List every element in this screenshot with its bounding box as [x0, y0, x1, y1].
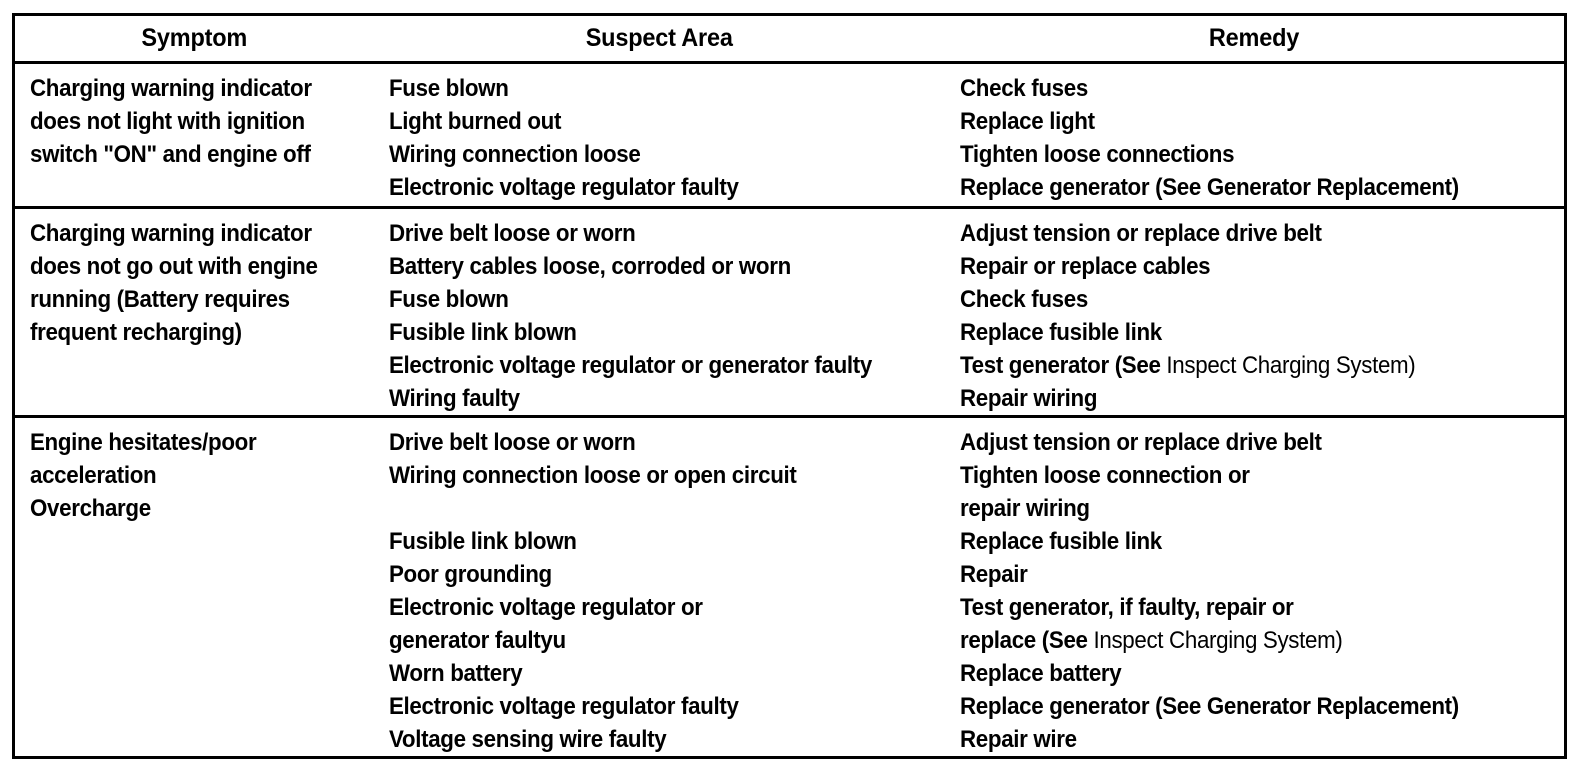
remedy-text-block: Adjust tension or replace drive belt Tig…	[945, 418, 1565, 756]
column-header-suspect-area: Suspect Area	[373, 14, 945, 64]
text-line: switch "ON" and engine off	[30, 141, 311, 168]
text-line: Replace fusible link	[959, 528, 1162, 555]
text-line: Electronic voltage regulator faulty	[388, 174, 739, 201]
text-line: Charging warning indicator	[30, 75, 312, 102]
text-line: Adjust tension or replace drive belt	[959, 220, 1322, 247]
text-line: Fuse blown	[388, 75, 509, 102]
text-line: Engine hesitates/poor	[30, 429, 257, 456]
text-line: Electronic voltage regulator faulty	[388, 693, 739, 720]
text-line: Test generator, if faulty, repair or	[959, 594, 1294, 621]
text-line: Replace generator (See Generator Replace…	[959, 693, 1459, 720]
cell-symptom: Charging warning indicator does not ligh…	[13, 62, 374, 209]
text-line: Electronic voltage regulator or	[388, 594, 703, 621]
text-line: Drive belt loose or worn	[388, 220, 636, 247]
text-line: Repair wire	[959, 726, 1077, 753]
text-line: Tighten loose connection or	[959, 462, 1250, 489]
column-header-remedy-label: Remedy	[1209, 24, 1300, 52]
text-line: generator faultyu	[388, 627, 566, 654]
text-line: Repair wiring	[959, 385, 1097, 412]
text-line: repair wiring	[959, 495, 1090, 522]
text-line: Replace light	[959, 108, 1095, 135]
text-line: acceleration	[30, 462, 157, 489]
cell-suspect-area: Drive belt loose or worn Battery cables …	[373, 207, 945, 418]
table-row: Charging warning indicator does not go o…	[13, 207, 1566, 418]
cross-reference-text: Inspect Charging System)	[1092, 627, 1342, 654]
text-line: Check fuses	[959, 75, 1088, 102]
column-header-symptom-label: Symptom	[141, 24, 248, 52]
text-line: Fusible link blown	[388, 319, 577, 346]
text-line: Replace fusible link	[959, 319, 1162, 346]
remedy-text-block: Check fuses Replace light Tighten loose …	[945, 64, 1565, 204]
remedy-text-block: Adjust tension or replace drive belt Rep…	[945, 209, 1565, 415]
suspect-area-text-block: Drive belt loose or worn Battery cables …	[374, 209, 945, 415]
cross-reference-text: Inspect Charging System)	[1165, 352, 1415, 379]
cell-suspect-area: Drive belt loose or worn Wiring connecti…	[374, 417, 945, 758]
suspect-area-text-block: Drive belt loose or worn Wiring connecti…	[374, 418, 945, 756]
text-line: Battery cables loose, corroded or worn	[388, 253, 791, 280]
table-row: Engine hesitates/poor acceleration Overc…	[14, 417, 1566, 758]
text-line: Fuse blown	[388, 286, 509, 313]
symptom-text-block: Charging warning indicator does not go o…	[15, 209, 374, 349]
text-line: Repair or replace cables	[959, 253, 1211, 280]
text-line: Adjust tension or replace drive belt	[959, 429, 1322, 456]
column-header-remedy: Remedy	[944, 14, 1566, 64]
text-line: Drive belt loose or worn	[388, 429, 636, 456]
column-header-suspect-area-label: Suspect Area	[585, 24, 733, 52]
text-line: does not light with ignition	[30, 108, 305, 135]
text-line-xref: Test generator (See Inspect Charging Sys…	[959, 352, 1416, 379]
text-line: Wiring connection loose	[388, 141, 641, 168]
table-header-row: Symptom Suspect Area Remedy	[13, 14, 1566, 64]
text-line: Electronic voltage regulator or generato…	[388, 352, 872, 379]
symptom-text-block: Engine hesitates/poor acceleration Overc…	[15, 418, 374, 525]
text-line: Wiring connection loose or open circuit	[388, 462, 797, 489]
cell-remedy: Adjust tension or replace drive belt Rep…	[944, 207, 1566, 418]
text-line: Charging warning indicator	[30, 220, 312, 247]
text-line: Tighten loose connections	[959, 141, 1235, 168]
text-line: Replace generator (See Generator Replace…	[959, 174, 1459, 201]
text-line-xref: replace (See Inspect Charging System)	[959, 627, 1343, 654]
text-line: Fusible link blown	[388, 528, 577, 555]
cell-suspect-area: Fuse blown Light burned out Wiring conne…	[373, 62, 945, 209]
text-line: Voltage sensing wire faulty	[388, 726, 667, 753]
cell-remedy: Check fuses Replace light Tighten loose …	[944, 62, 1566, 209]
text-line: does not go out with engine	[30, 253, 318, 280]
suspect-area-text-block: Fuse blown Light burned out Wiring conne…	[374, 64, 945, 204]
text-line: Light burned out	[388, 108, 561, 135]
text-line: Repair	[959, 561, 1028, 588]
column-header-symptom: Symptom	[13, 14, 374, 64]
table-row: Charging warning indicator does not ligh…	[13, 62, 1566, 209]
cell-symptom: Engine hesitates/poor acceleration Overc…	[14, 417, 374, 758]
text-line: Worn battery	[388, 660, 523, 687]
text-line: running (Battery requires	[30, 286, 290, 313]
text-line: Check fuses	[959, 286, 1088, 313]
text-line: Replace battery	[959, 660, 1122, 687]
symptom-text-block: Charging warning indicator does not ligh…	[15, 64, 374, 171]
text-line: Poor grounding	[388, 561, 552, 588]
cell-remedy: Adjust tension or replace drive belt Tig…	[945, 417, 1566, 758]
text-line: Wiring faulty	[388, 385, 520, 412]
cell-symptom: Charging warning indicator does not go o…	[13, 207, 374, 418]
troubleshooting-table: Symptom Suspect Area Remedy Charging war…	[12, 13, 1567, 759]
text-line: Overcharge	[30, 495, 151, 522]
text-line: frequent recharging)	[30, 319, 242, 346]
